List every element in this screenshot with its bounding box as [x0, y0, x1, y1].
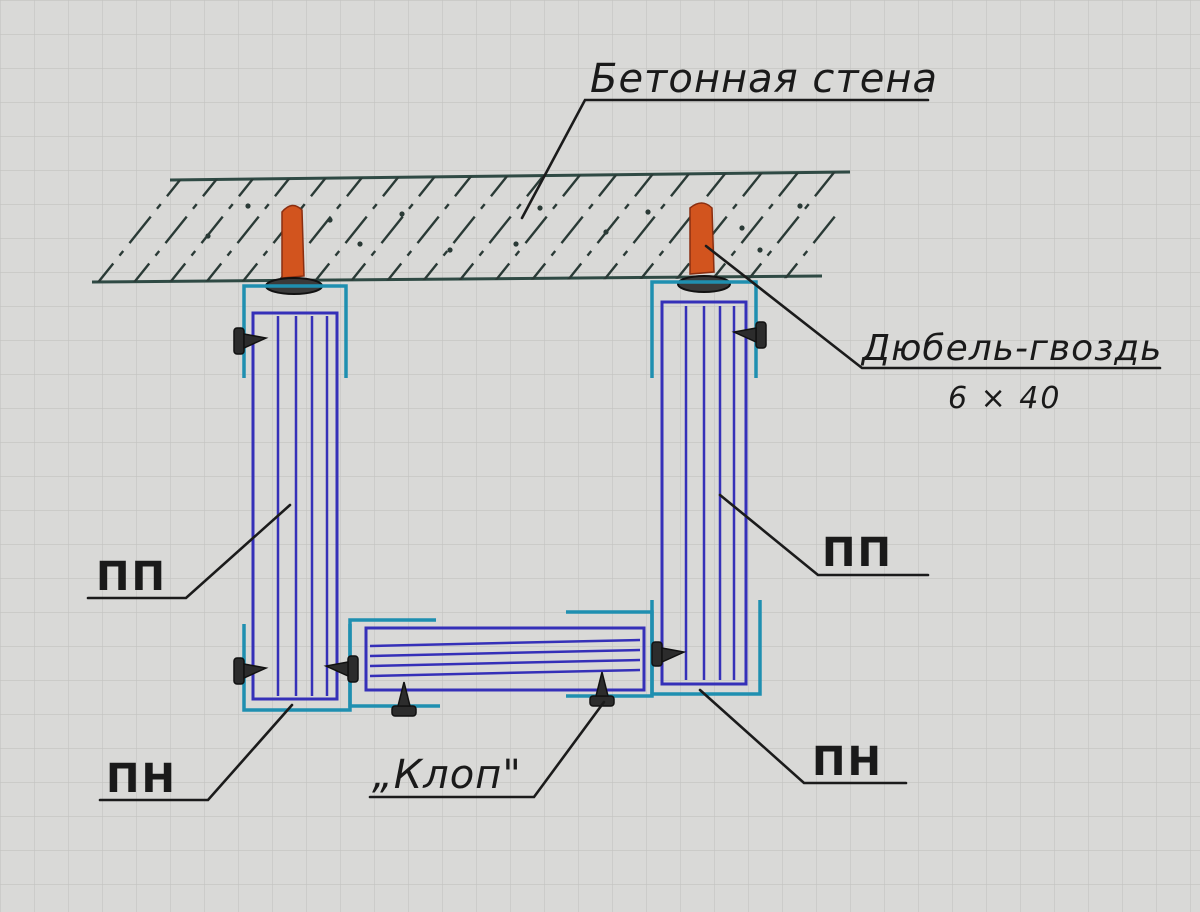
label-dowel-nail: Дюбель-гвоздь	[860, 328, 1162, 369]
leader-pn-right	[698, 688, 908, 785]
label-clop-screw: „Клоп"	[372, 752, 522, 798]
label-pn-right: ПН	[812, 739, 883, 785]
leader-pp-right	[718, 493, 930, 577]
screw-icon	[731, 321, 767, 349]
leader-lines	[86, 98, 1162, 802]
leader-pn-left	[98, 703, 294, 802]
wall-aggregate-dots	[205, 203, 803, 253]
screw-icon	[391, 681, 417, 717]
label-pp-right: ПП	[822, 530, 893, 576]
label-pp-left: ПП	[96, 554, 167, 600]
screw-icon	[233, 657, 269, 685]
leader-clop	[368, 700, 606, 799]
screw-icon	[233, 327, 269, 355]
label-concrete-wall: Бетонная стена	[590, 56, 938, 102]
screws	[233, 321, 767, 717]
leader-pp-left	[86, 503, 292, 600]
label-pn-left: ПН	[106, 756, 177, 802]
dowel-right	[677, 202, 731, 293]
label-dowel-size: 6 × 40	[948, 381, 1061, 416]
screw-icon	[651, 641, 687, 667]
screw-icon	[323, 655, 359, 683]
leader-dowel	[704, 244, 1162, 370]
leader-wall	[520, 98, 930, 220]
